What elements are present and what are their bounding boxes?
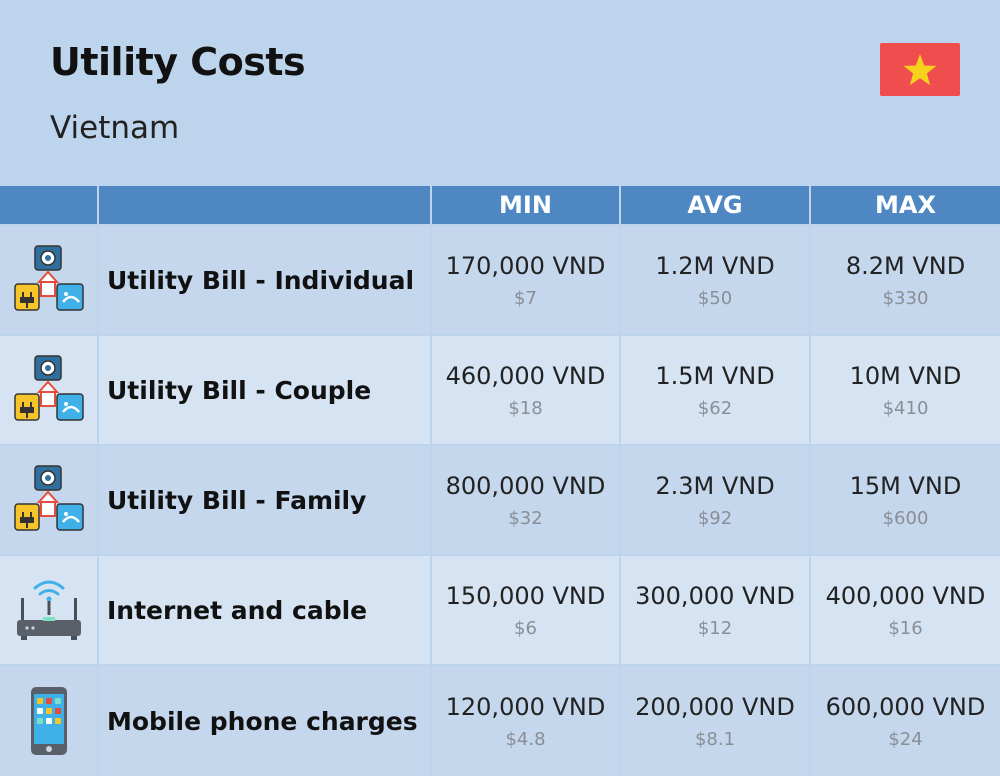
- avg-cell: 2.3M VND $92: [621, 446, 809, 554]
- max-cell: 400,000 VND $16: [811, 556, 1000, 664]
- avg-cell: 1.2M VND $50: [621, 226, 809, 334]
- min-local: 800,000 VND: [445, 471, 606, 500]
- min-usd: $7: [514, 287, 537, 309]
- min-cell: 460,000 VND $18: [432, 336, 619, 444]
- utilities-icon: [0, 336, 97, 444]
- min-cell: 120,000 VND $4.8: [432, 666, 619, 776]
- vietnam-flag-icon: [880, 43, 960, 96]
- row-label: Mobile phone charges: [99, 666, 430, 776]
- min-usd: $6: [514, 617, 537, 639]
- avg-cell: 1.5M VND $62: [621, 336, 809, 444]
- max-usd: $330: [882, 287, 929, 309]
- avg-local: 300,000 VND: [635, 581, 795, 610]
- table-header-row: MIN AVG MAX: [0, 186, 1000, 224]
- avg-usd: $62: [697, 397, 733, 419]
- max-local: 600,000 VND: [825, 692, 986, 721]
- min-cell: 170,000 VND $7: [432, 226, 619, 334]
- page-header: Utility Costs Vietnam: [0, 0, 1000, 186]
- header-icon-col: [0, 186, 97, 224]
- min-usd: $18: [508, 397, 543, 419]
- router-icon: [0, 556, 97, 664]
- min-usd: $32: [508, 507, 543, 529]
- table-row: Internet and cable 150,000 VND $6 300,00…: [0, 556, 1000, 664]
- max-local: 10M VND: [849, 361, 962, 390]
- max-usd: $16: [888, 617, 923, 639]
- max-usd: $600: [882, 507, 929, 529]
- max-local: 400,000 VND: [825, 581, 986, 610]
- avg-cell: 300,000 VND $12: [621, 556, 809, 664]
- header-min: MIN: [432, 186, 619, 224]
- max-local: 8.2M VND: [845, 251, 966, 280]
- min-local: 150,000 VND: [445, 581, 606, 610]
- avg-local: 1.2M VND: [655, 251, 775, 280]
- table-row: Mobile phone charges 120,000 VND $4.8 20…: [0, 666, 1000, 776]
- min-local: 120,000 VND: [445, 692, 606, 721]
- avg-usd: $92: [697, 507, 733, 529]
- header-avg: AVG: [621, 186, 809, 224]
- header-max: MAX: [811, 186, 1000, 224]
- smartphone-icon: [0, 666, 97, 776]
- avg-usd: $8.1: [694, 728, 736, 750]
- utility-costs-table: MIN AVG MAX Utility Bill - Individual 17…: [0, 186, 1000, 776]
- page-title: Utility Costs: [50, 40, 306, 84]
- header-label-col: [99, 186, 430, 224]
- avg-cell: 200,000 VND $8.1: [621, 666, 809, 776]
- avg-local: 200,000 VND: [635, 692, 795, 721]
- max-cell: 8.2M VND $330: [811, 226, 1000, 334]
- row-label: Utility Bill - Individual: [99, 226, 430, 334]
- max-cell: 15M VND $600: [811, 446, 1000, 554]
- table-row: Utility Bill - Individual 170,000 VND $7…: [0, 226, 1000, 334]
- avg-local: 1.5M VND: [655, 361, 775, 390]
- min-local: 170,000 VND: [445, 251, 606, 280]
- min-local: 460,000 VND: [445, 361, 606, 390]
- avg-usd: $12: [697, 617, 733, 639]
- table-row: Utility Bill - Couple 460,000 VND $18 1.…: [0, 336, 1000, 444]
- max-local: 15M VND: [849, 471, 962, 500]
- avg-usd: $50: [697, 287, 733, 309]
- utilities-icon: [0, 446, 97, 554]
- country-name: Vietnam: [50, 110, 180, 146]
- row-label: Internet and cable: [99, 556, 430, 664]
- max-usd: $24: [888, 728, 923, 750]
- avg-local: 2.3M VND: [655, 471, 775, 500]
- max-cell: 10M VND $410: [811, 336, 1000, 444]
- row-label: Utility Bill - Family: [99, 446, 430, 554]
- min-usd: $4.8: [505, 728, 546, 750]
- min-cell: 150,000 VND $6: [432, 556, 619, 664]
- table-row: Utility Bill - Family 800,000 VND $32 2.…: [0, 446, 1000, 554]
- max-usd: $410: [882, 397, 929, 419]
- min-cell: 800,000 VND $32: [432, 446, 619, 554]
- row-label: Utility Bill - Couple: [99, 336, 430, 444]
- utilities-icon: [0, 226, 97, 334]
- max-cell: 600,000 VND $24: [811, 666, 1000, 776]
